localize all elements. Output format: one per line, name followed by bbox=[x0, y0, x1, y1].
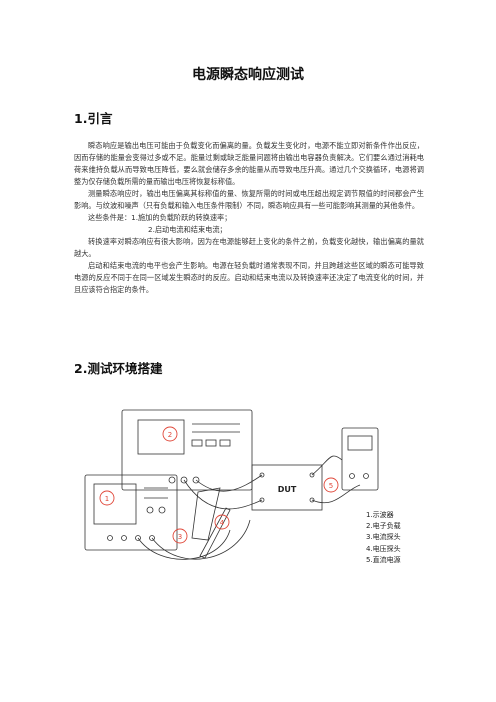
section-heading-setup: 2.测试环境搭建 bbox=[74, 361, 163, 376]
legend-item: 3.电流探头 bbox=[366, 533, 401, 542]
marker-4: 4 bbox=[220, 519, 225, 527]
intro-body: 瞬态响应是输出电压可能由于负载变化而偏离的量。负载发生变化时，电源不能立即对新条… bbox=[74, 140, 424, 296]
section-heading-intro: 1.引言 bbox=[74, 111, 113, 126]
marker-2: 2 bbox=[168, 431, 172, 439]
dut-box bbox=[251, 464, 323, 511]
current-probe bbox=[191, 487, 221, 541]
marker-5: 5 bbox=[329, 482, 333, 490]
document-title: 电源瞬态响应测试 bbox=[192, 67, 304, 83]
oscilloscope bbox=[84, 474, 178, 551]
conditions-item: 2.启动电流和结束电流； bbox=[148, 225, 227, 234]
electronic-load bbox=[121, 409, 253, 491]
legend-item: 2.电子负载 bbox=[366, 522, 401, 531]
intro-paragraph: 启动和结束电流的电平也会产生影响。电源在轻负载时通常表现不同，并且跨越这些区域的… bbox=[74, 261, 424, 294]
marker-1: 1 bbox=[105, 495, 109, 503]
marker-3: 3 bbox=[178, 533, 182, 541]
diagram-legend: 1.示波器 2.电子负载 3.电流探头 4.电压探头 5.直流电源 bbox=[366, 510, 401, 566]
voltage-probe bbox=[199, 507, 231, 559]
intro-paragraph: 转换速率对瞬态响应有很大影响，因为在电源能够赶上变化的条件之前，负载变化越快，输… bbox=[74, 237, 424, 258]
conditions-line: 这些条件是：1.施加的负载阶跃的转换速率； bbox=[88, 213, 232, 222]
intro-paragraph: 测量瞬态响应时，输出电压偏离其标称值的量、恢复所需的时间或电压超出规定调节限值的… bbox=[74, 189, 424, 210]
test-setup-diagram: DUT 1 2 3 4 5 bbox=[84, 409, 379, 560]
legend-item: 1.示波器 bbox=[366, 511, 394, 519]
intro-paragraph: 瞬态响应是输出电压可能由于负载变化而偏离的量。负载发生变化时，电源不能立即对新条… bbox=[74, 141, 424, 186]
legend-item: 4.电压探头 bbox=[366, 544, 401, 553]
dut-label: DUT bbox=[278, 485, 297, 494]
legend-item: 5.直流电源 bbox=[366, 555, 401, 564]
